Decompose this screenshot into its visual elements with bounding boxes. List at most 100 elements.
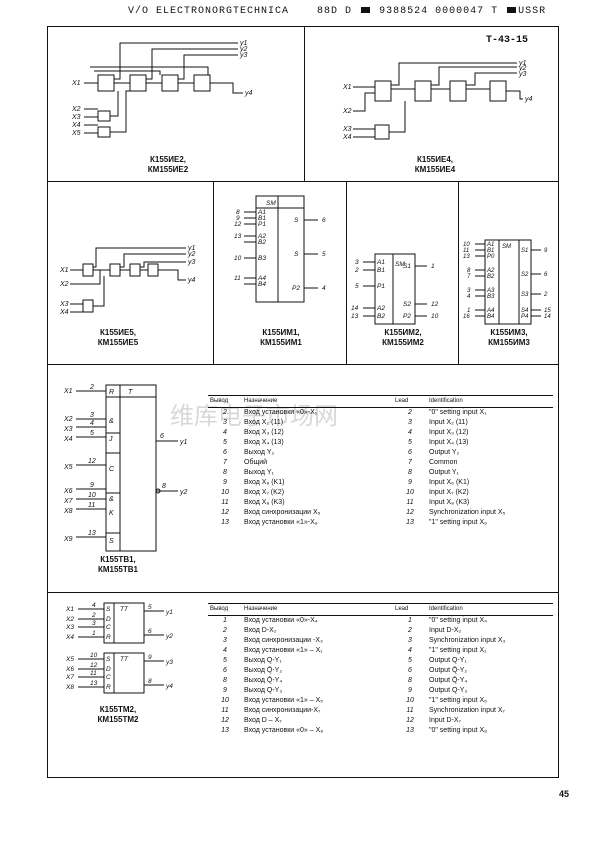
tv1-pin-8: 8 <box>162 483 166 490</box>
doc-code: 88D D <box>317 6 353 17</box>
im3-l-a2: A2 <box>486 268 495 274</box>
ie4-in-x3: X3 <box>342 126 352 133</box>
pin-number: 2 <box>408 627 412 634</box>
pin-function: "0" setting input X₁ <box>429 409 487 416</box>
ie4-out-y2: y2 <box>518 65 527 72</box>
tm2-pin-12: 12 <box>90 662 98 669</box>
im2-p3: 3 <box>355 259 359 266</box>
tm2-box-d1: D <box>106 616 111 623</box>
pin-function: Output Q-Y₁ <box>429 657 467 664</box>
ie5-out-y2: y2 <box>187 251 196 258</box>
pin-function: Вход установки «1»-X₉ <box>244 519 318 526</box>
tm2-box-s1: S <box>106 606 111 613</box>
tm2-pin-6: 6 <box>148 628 152 635</box>
pin-number: 2 <box>223 627 227 634</box>
tv1-in-x5: X5 <box>63 464 73 471</box>
tv1-box-k: K <box>109 510 114 517</box>
pin-number: 12 <box>221 717 229 724</box>
table-row: 6 Выход Q̄-Y₂ <box>208 666 393 676</box>
pin-number: 11 <box>221 707 229 714</box>
pin-number: 6 <box>408 667 412 674</box>
tv1-in-x9: X9 <box>63 536 73 543</box>
pin-function: Выход Q̄-Y₂ <box>244 667 283 674</box>
pin-number: 5 <box>223 657 227 664</box>
panel-ie4: T-43-15 X1 X2 X3 X4 y1 y2 y3 y4 К155ИЕ4,… <box>304 26 559 182</box>
pin-number: 5 <box>408 439 412 446</box>
caption-tm2: К155ТМ2, КМ155ТМ2 <box>97 705 139 724</box>
pin-number: 2 <box>223 409 227 416</box>
tv1-box-j: J <box>108 436 113 443</box>
pin-function: Выход Q̄-Y₄ <box>244 677 283 684</box>
pin-function: Input D-X₇ <box>429 717 461 724</box>
ie5-in-x3: X3 <box>59 301 69 308</box>
im2-l-b1: B1 <box>377 267 385 274</box>
im1-p10: 10 <box>234 255 242 262</box>
tv1-in-x3: X3 <box>63 426 73 433</box>
im2-p13: 13 <box>351 313 359 320</box>
tm2-pin-5: 5 <box>148 604 152 611</box>
tm2-pin-1: 1 <box>92 630 96 637</box>
table-row: 12 Вход D – X₇ <box>208 716 393 726</box>
panel-im3: SM A1 B1 P0 A2 B2 A3 B3 A4 B4 10 11 13 8… <box>458 181 559 365</box>
tm2-box-r2: R <box>106 684 111 691</box>
im1-r-p2: P2 <box>292 285 300 292</box>
im1-p6: 6 <box>322 217 326 224</box>
pin-number: 3 <box>408 637 412 644</box>
ie5-diagram: X1 X2 X3 X4 y1 y2 y3 y4 <box>59 245 196 316</box>
page-number: 45 <box>558 789 569 799</box>
tv1-diagram: R T & J C & K S X1 X2 X3 X4 X5 X6 X7 X8 … <box>63 384 188 552</box>
pin-number: 3 <box>223 637 227 644</box>
tv1-pin-11: 11 <box>88 502 95 509</box>
pin-function: Вход D – X₇ <box>244 717 282 724</box>
pin-function: Common <box>429 459 458 466</box>
pin-number: 13 <box>221 727 229 734</box>
pin-function: Synchronization input X₃ <box>429 637 506 644</box>
ie2-out-y4: y4 <box>244 90 253 97</box>
im1-l-b3: B3 <box>258 255 266 262</box>
tm2-pin-3: 3 <box>92 620 96 627</box>
pin-function: Input X₄ (13) <box>429 439 469 446</box>
th-naznachenie-2: Назначение <box>242 603 393 616</box>
tv1-in-x8: X8 <box>63 508 73 515</box>
im3-l-a3: A3 <box>486 288 495 294</box>
tm2-in-x4: X4 <box>65 634 74 641</box>
im1-p4: 4 <box>322 285 326 292</box>
im3-r-s3: S3 <box>521 292 529 298</box>
tm2-in-x1: X1 <box>65 606 74 613</box>
tv1-pin-9: 9 <box>90 482 94 489</box>
tm2-pin-13: 13 <box>90 680 98 687</box>
tv1-pin-6: 6 <box>160 433 164 440</box>
tv1-in-x7: X7 <box>63 498 74 505</box>
black-mark-2 <box>507 7 517 14</box>
pin-number: 11 <box>406 499 414 506</box>
pin-number: 5 <box>223 439 227 446</box>
tm2-table-en: Lead Identification 1"0" setting input X… <box>393 603 553 736</box>
ie5-out-y4: y4 <box>187 277 196 284</box>
table-row: 1"0" setting input X₄ <box>393 616 553 627</box>
im3-l-a1: A1 <box>486 242 494 248</box>
tv1-box-r: R <box>109 389 114 396</box>
pin-function: Вход синхронизации-X₇ <box>244 707 321 714</box>
th-naznachenie: Назначение <box>242 395 393 408</box>
caption-ie2: К155ИЕ2, КМ155ИЕ2 <box>147 155 189 174</box>
pin-number: 12 <box>221 509 229 516</box>
ie2-in-x5: X5 <box>71 130 81 137</box>
pin-number: 6 <box>223 667 227 674</box>
pin-number: 11 <box>406 707 414 714</box>
pin-number: 5 <box>408 657 412 664</box>
